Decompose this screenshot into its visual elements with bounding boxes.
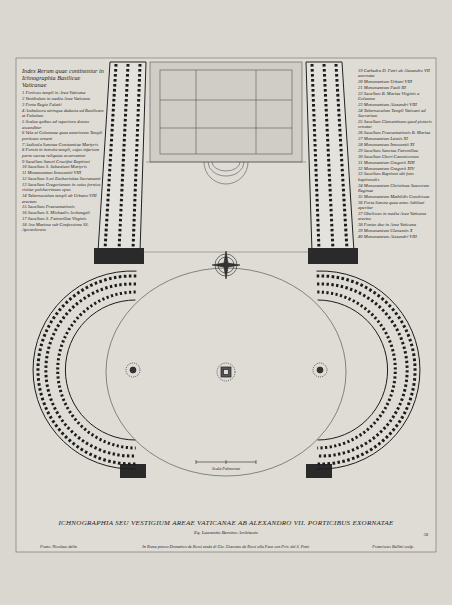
index-entry: 27 Monumentum Leonis XI [358,136,434,141]
index-entry: 38 Fontes duo in Area Vaticana [358,222,434,227]
index-entry: 35 Monumentum Mathildis Comitissae [358,194,434,199]
index-list: 19 Cathedra D. Petri ab Alexandro VII ex… [358,68,434,240]
index-entry: 7 Aedicula Sanctae Constantiae Martyris [22,142,106,147]
credit: Franciscus Bellini sculp. [372,544,414,549]
architect-caption: Eq. Laurentio Bernino Architecto [194,530,258,535]
scale-bar [196,460,256,464]
colonnade-row [46,284,136,456]
index-entry: 3 Porta Regia Palatii [22,102,106,107]
index-entry: 11 Monumentum Innocentii VIII [22,170,106,175]
corridor-columns [105,64,347,250]
publisher-line: In Roma presso Domenico de Rossi erede d… [142,544,309,549]
piazza [106,162,346,476]
colonnade-row [33,271,136,469]
colonnade-row [58,292,136,448]
corridor [98,62,354,252]
index-entry: 36 Porta Sancta quae anno Jubilaei aperi… [358,200,434,211]
index-entry: 28 Monumentum Innocentii XI [358,142,434,147]
compass-rose [212,251,240,279]
index-entry: 31 Monumentum Gregorii XIII [358,160,434,165]
index-entry: 39 Monumentum Clementis X [358,228,434,233]
index-entry: 37 Obeliscus in media Area Vaticana erec… [358,211,434,222]
index-entry: 10 Sacellum S. Sebastiani Martyris [22,164,106,169]
colonnade-row [317,284,407,456]
index-entry: 6 Vela et Columnae quae exteriorem Templ… [22,130,106,141]
index-entry: 17 Sacellum S. Petronillae Virginis [22,216,106,221]
index-entry: 33 Sacellum Baptismi ubi fons baptismali… [358,171,434,182]
index-entry: 4 Ambulacra utrinque deducta ad Basilica… [22,108,106,119]
colonnade-row [38,276,136,464]
index-entry: 16 Sacellum S. Michaelis Archangeli [22,210,106,215]
index-entry: 40 Monumentum Alexandri VIII [358,234,434,239]
basilica-front [150,62,302,184]
obelisk [217,363,235,381]
colonnade-row [317,292,395,448]
index-entry: 13 Sacellum Gregorianum in cuius fornice… [22,182,106,193]
credit: Franc. Nicolaus delin. [40,544,78,549]
colonnade-row [317,276,415,464]
colonnade-row [317,271,420,469]
page-number: 38 [424,532,428,537]
colonnade [33,271,420,469]
index-entry: 22 Sacellum B. Mariae Virginis a Columna [358,91,434,102]
index-list: Index Rerum quae continentur in Ichnogra… [22,68,106,233]
plate-mark [16,58,436,552]
index-entry: 26 Sacellum Praesentationis B. Mariae [358,130,434,135]
index-entry: 12 Sacellum S.mi Eucharistiae Sacramenti [22,176,106,181]
index-heading: Index Rerum quae continentur in Ichnogra… [22,68,106,88]
index-entry: 15 Sacellum Praesentationis [22,204,106,209]
index-entry: 25 Sacellum Clementinum quod picturis or… [358,119,434,130]
plate-title: ICHNOGRAPHIA SEU VESTIGIUM AREAE VATICAN… [58,519,393,527]
index-entry: 21 Monumentum Pauli III [358,85,434,90]
scale-label: Scala Palmorum [212,466,240,471]
index-entry: 30 Sacellum Chori Canonicorum [358,154,434,159]
index-entry: 18 Ara Maxima sub Confessione SS. Aposto… [22,222,106,233]
index-entry: 8 Fornix in introitu templi, cujus infer… [22,147,106,158]
index-entry: 34 Monumentum Christinae Suecorum Regina… [358,183,434,194]
pavilion [94,248,358,478]
index-entry: 2 Vestibulum in media Area Vaticana [22,96,106,101]
index-entry: 5 Scalae quibus ad superiora domus ascen… [22,119,106,130]
index-entry: 32 Monumentum Gregorii XIV [358,166,434,171]
fountain [126,363,327,377]
index-entry: 29 Sacellum Sanctae Petronillae [358,148,434,153]
index-entry: 24 Tabernaculum Templi Vaticani ad Sacra… [358,108,434,119]
index-entry: 9 Sacellum Sancti Crucifixi Baptismi [22,159,106,164]
index-entry: 20 Monumentum Urbani VIII [358,79,434,84]
index-entry: 14 Tabernaculum templi ab Urbano VIII er… [22,193,106,204]
index-entry: 1 Porticus templi in Area Vaticana [22,90,106,95]
index-entry: 23 Monumentum Alexandri VIII [358,102,434,107]
index-entry: 19 Cathedra D. Petri ab Alexandro VII ex… [358,68,434,79]
